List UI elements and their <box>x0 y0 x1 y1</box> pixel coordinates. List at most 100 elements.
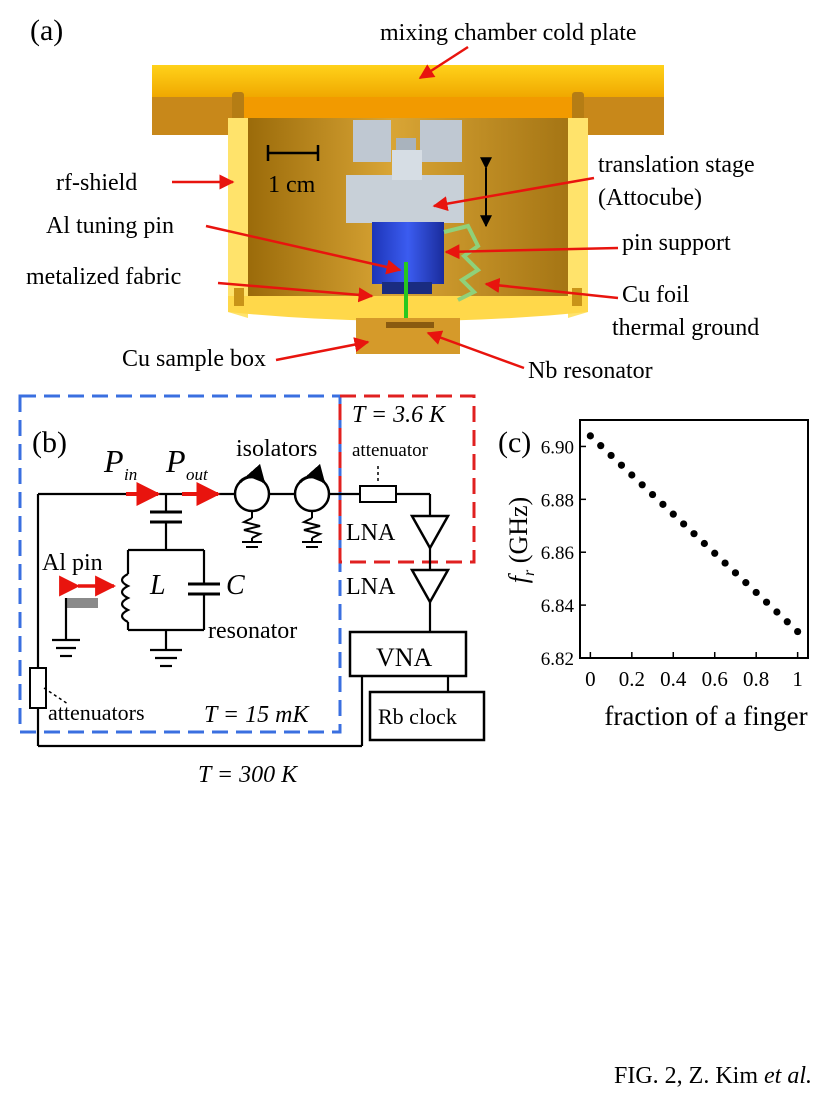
label-p-out: P <box>165 443 186 479</box>
data-point <box>607 451 615 460</box>
cryostat-render <box>152 65 664 354</box>
stage-block-right <box>420 120 462 162</box>
sample-box-slot <box>386 322 434 328</box>
label-cold-attenuator: attenuator <box>352 440 429 461</box>
data-point <box>731 569 740 577</box>
inductor-coil <box>120 573 131 623</box>
lna-1-symbol <box>409 514 451 551</box>
arrow-pin-support <box>444 244 619 260</box>
stage-36k-box <box>338 394 476 564</box>
data-point <box>597 442 605 450</box>
y-tick-label: 6.90 <box>541 437 574 458</box>
label-capacitor: C <box>226 570 245 601</box>
stage-block-left <box>353 120 391 162</box>
arrow-cu-foil <box>484 277 619 300</box>
screw-bl <box>234 288 244 306</box>
cu-foil <box>443 223 482 302</box>
panel-c: (c) 0 0.2 0.4 0.6 0.8 1 6.82 6.84 6.86 6.88 6.90 f… <box>498 419 809 731</box>
y-axis-label: fr (GHz) <box>504 497 538 583</box>
panel-b-label: (b) <box>32 426 67 459</box>
label-p-in: P <box>103 443 124 479</box>
label-attocube: (Attocube) <box>598 185 702 211</box>
data-point <box>586 432 594 440</box>
arrow-mixing-chamber <box>418 45 469 80</box>
isolator-1 <box>233 463 271 548</box>
x-tick-label: 0.4 <box>660 667 687 691</box>
input-attenuator <box>29 667 47 709</box>
data-point <box>700 539 708 548</box>
data-point <box>628 471 636 479</box>
cold-attenuator <box>359 485 397 503</box>
label-cu-foil: Cu foil <box>622 282 690 308</box>
label-sample-box: Cu sample box <box>122 346 266 372</box>
isolator-2 <box>293 463 331 548</box>
data-point <box>638 481 646 489</box>
label-p-in-sub: in <box>124 465 137 484</box>
data-point <box>783 618 791 626</box>
rb-clock-box <box>368 690 486 742</box>
data-point <box>794 627 802 636</box>
vna-box <box>348 630 468 678</box>
label-attenuators: attenuators <box>48 700 145 725</box>
data-point <box>690 530 698 538</box>
label-scale: 1 cm <box>268 172 316 198</box>
label-resonator: resonator <box>208 618 297 644</box>
data-point <box>617 461 626 469</box>
label-rb-clock: Rb clock <box>378 704 457 729</box>
data-point <box>680 520 688 528</box>
data-point <box>762 598 771 606</box>
label-nb-resonator: Nb resonator <box>528 358 653 384</box>
label-tuning-pin: Al tuning pin <box>46 213 174 239</box>
panel-b: (b) <box>18 394 486 788</box>
label-metalized-fabric: metalized fabric <box>26 264 181 290</box>
shield-wall-right <box>568 118 588 318</box>
y-tick-label: 6.84 <box>541 596 575 617</box>
label-rf-shield: rf-shield <box>56 170 137 196</box>
label-isolators: isolators <box>236 436 317 462</box>
arrow-metalized-fabric <box>217 281 374 303</box>
plot-points <box>586 432 802 636</box>
x-tick-label: 0.8 <box>743 667 769 691</box>
label-pin-support: pin support <box>622 230 731 256</box>
stage-15mk-box <box>18 394 342 734</box>
label-temp-36k: T = 3.6 K <box>352 402 447 428</box>
al-pin-block <box>66 598 98 608</box>
label-lna-2: LNA <box>346 574 396 600</box>
y-tick-label: 6.86 <box>541 543 574 564</box>
x-axis-label: fraction of a finger <box>604 701 807 731</box>
y-tick-label: 6.88 <box>541 490 574 511</box>
data-point <box>742 579 750 587</box>
data-point <box>773 608 781 616</box>
y-tick-label: 6.82 <box>541 649 574 670</box>
tuning-pin <box>404 262 408 322</box>
label-lna-1: LNA <box>346 520 396 546</box>
label-thermal-ground: thermal ground <box>612 315 759 341</box>
x-tick-label: 0.6 <box>702 667 728 691</box>
label-temp-300k: T = 300 K <box>198 762 299 788</box>
stage-body <box>346 175 464 223</box>
label-temp-15mk: T = 15 mK <box>204 702 310 728</box>
x-tick-label: 0 <box>585 667 596 691</box>
data-point <box>669 510 677 518</box>
svg-text:fr (GHz): fr (GHz) <box>504 497 538 583</box>
shield-wall-left <box>228 118 248 318</box>
data-point <box>721 559 729 567</box>
x-tick-label: 0.2 <box>619 667 645 691</box>
panel-c-label: (c) <box>498 426 531 459</box>
label-mixing-chamber: mixing chamber cold plate <box>380 20 637 46</box>
label-translation-stage: translation stage <box>598 152 755 178</box>
data-point <box>659 500 667 508</box>
screw-br <box>572 288 582 306</box>
plot-frame <box>579 419 809 659</box>
data-point <box>752 588 760 597</box>
arrow-tuning-pin <box>205 224 402 275</box>
panel-a-label: (a) <box>30 14 63 47</box>
x-tick-label: 1 <box>792 667 803 691</box>
label-al-pin: Al pin <box>42 550 103 576</box>
panel-a: (a) <box>26 14 759 384</box>
stage-neck <box>392 150 422 180</box>
figure-caption: FIG. 2, Z. Kim et al. <box>614 1063 812 1090</box>
arrow-sample-box <box>275 337 370 362</box>
